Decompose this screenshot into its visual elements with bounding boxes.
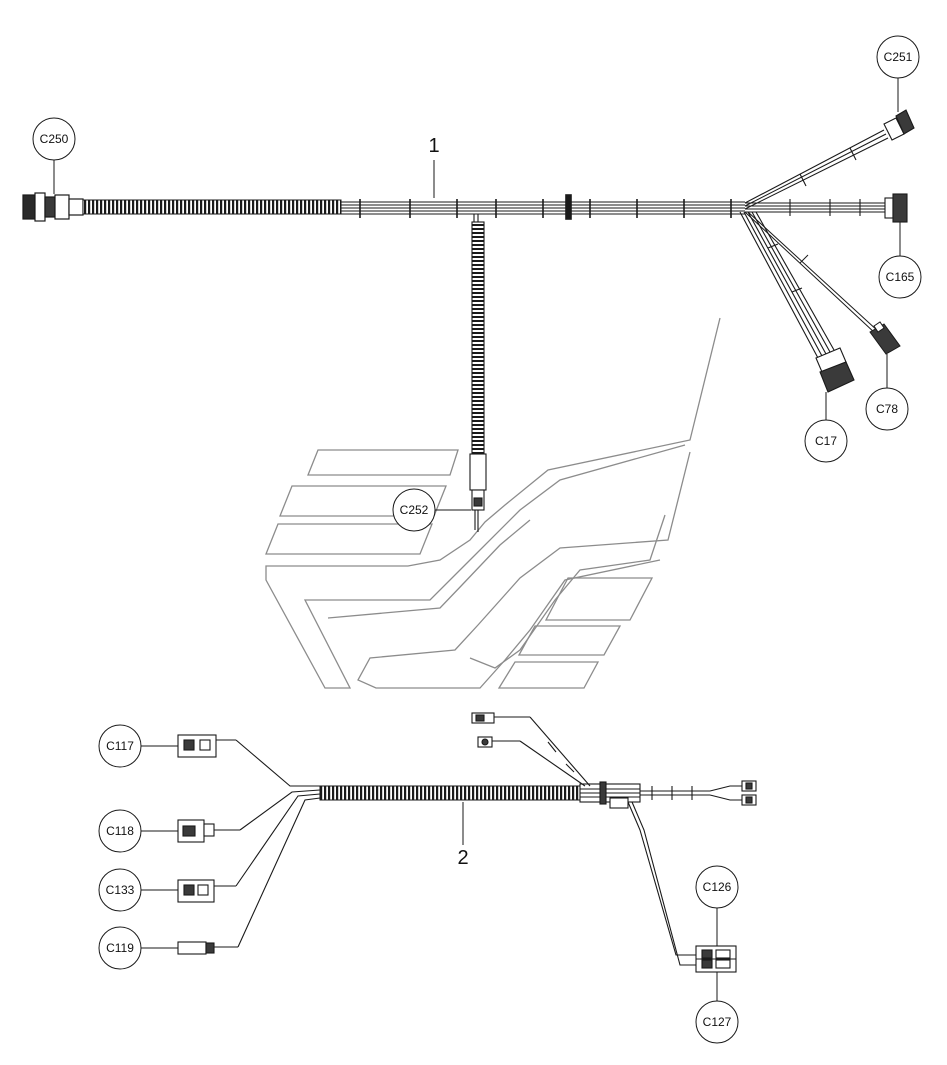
svg-text:C252: C252 [400,503,429,517]
branch-c251 [744,109,915,210]
branch-c165 [745,193,908,223]
wire-bundle-2-right [579,780,757,806]
callout-c17: C17 [804,392,848,463]
corrugated-trunk-2 [319,785,581,801]
svg-text:C165: C165 [886,270,915,284]
branch-c252 [469,214,487,532]
callout-c78: C78 [865,354,909,431]
connector-c118 [177,789,321,843]
svg-text:C251: C251 [884,50,913,64]
connector-c119 [177,797,321,955]
svg-text:C250: C250 [40,132,69,146]
callout-c127: C127 [695,972,739,1044]
cable-clips [359,194,732,220]
callout-c251: C251 [876,35,920,112]
svg-text:C78: C78 [876,402,898,416]
branch-c17 [739,211,855,393]
harness-1 [22,109,915,532]
svg-text:C119: C119 [106,941,134,955]
connector-c133 [177,793,321,903]
svg-text:C126: C126 [703,880,732,894]
item-number-2: 2 [457,847,468,869]
callout-c118: C118 [98,809,178,853]
callout-c165: C165 [878,222,922,299]
branch-c126-c127 [609,797,737,973]
corrugated-trunk [82,199,342,215]
svg-text:C17: C17 [815,434,837,448]
callout-c119: C119 [98,926,178,970]
svg-text:C133: C133 [106,883,135,897]
svg-text:C127: C127 [703,1015,732,1029]
callout-c133: C133 [98,868,178,912]
callout-c126: C126 [695,865,739,946]
harness-2 [177,712,757,973]
connector-c250-plug [22,192,84,222]
connector-c117 [177,734,320,787]
watermark-logo [265,317,721,689]
svg-text:C118: C118 [106,824,134,838]
item-number-1: 1 [428,135,439,157]
callout-c117: C117 [98,724,178,768]
branch-top-small [471,712,591,787]
branch-c78 [744,211,901,355]
callout-c250: C250 [32,117,76,194]
callout-c252: C252 [392,488,471,532]
svg-text:C117: C117 [106,739,134,753]
